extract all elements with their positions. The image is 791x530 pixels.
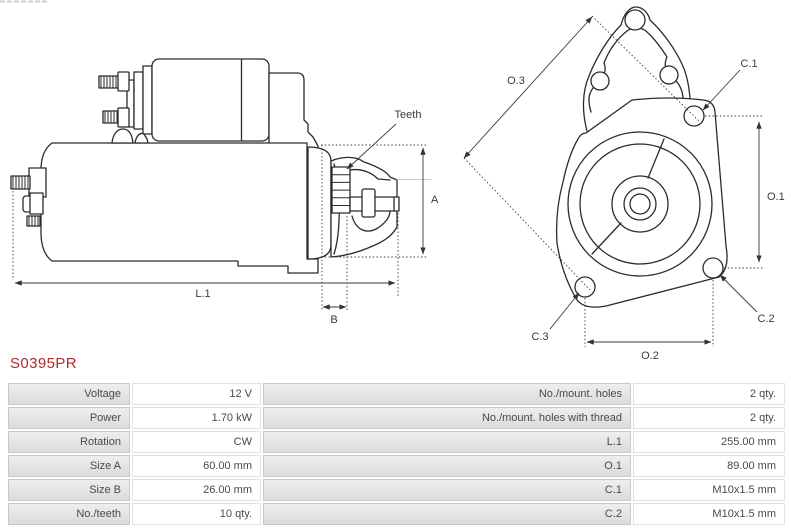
mount-hole-top-right [683,105,705,127]
spec-label: Size B [8,479,130,501]
shaft-collar [361,188,376,218]
spec-label: O.1 [263,455,631,477]
rear-stud [10,175,31,190]
spec-value: 89.00 mm [633,455,785,477]
c2-leader-line [719,274,758,313]
spec-value: 2 qty. [633,383,785,405]
lever-boot-2 [134,132,149,144]
c3-leader-line [549,292,580,330]
spec-label: Power [8,407,130,429]
solenoid-ring-1 [133,71,144,130]
face-spoke-1 [647,138,665,179]
spec-value: 255.00 mm [633,431,785,453]
solenoid-ring-2 [142,65,153,135]
lever-boot [111,128,134,144]
terminal-nut-lower [117,107,130,128]
spec-value: M10x1.5 mm [633,503,785,525]
solenoid-left-boss-hole [590,71,610,91]
spec-label: C.2 [263,503,631,525]
dim-label-o2: O.2 [641,350,659,362]
terminal-nut-upper [117,71,130,92]
spec-value: M10x1.5 mm [633,479,785,501]
solenoid-body [151,58,270,142]
spec-table: Voltage 12 V No./mount. holes 2 qty. Pow… [8,383,785,525]
solenoid-right-cap [268,72,319,155]
face-spoke-2 [591,222,622,255]
solenoid-right-boss-hole [659,65,679,85]
spec-value: 1.70 kW [132,407,261,429]
teeth-leader-line [346,123,397,170]
dim-label-a: A [431,194,439,206]
spec-value: 2 qty. [633,407,785,429]
teeth-label: Teeth [395,109,422,121]
side-view-dimensions [12,123,427,311]
rear-block-inner [29,192,44,215]
dim-label-c3: C.3 [531,331,548,343]
starter-side-view [10,58,432,274]
dim-label-b: B [330,314,337,326]
dim-label-o1: O.1 [767,191,785,203]
pinion-teeth-lines [331,174,351,206]
solenoid-top-boss-hole [624,9,646,31]
dim-label-o3: O.3 [507,75,525,87]
spec-value: 12 V [132,383,261,405]
spec-label: Size A [8,455,130,477]
part-number: S0395PR [10,355,78,372]
mount-hole-bottom-right [702,257,724,279]
spec-label: No./teeth [8,503,130,525]
spec-label: Rotation [8,431,130,453]
technical-drawing: Teeth A B L.1 [0,0,785,362]
spec-label: C.1 [263,479,631,501]
bell-scroll [351,210,391,232]
starter-front-view [555,6,728,308]
spec-value: 10 qty. [132,503,261,525]
mount-hole-bottom-left [574,276,596,298]
spec-value: 26.00 mm [132,479,261,501]
rear-stud-small [26,215,41,227]
spec-label: No./mount. holes with thread [263,407,631,429]
spec-label: No./mount. holes [263,383,631,405]
front-view-dimensions [463,15,764,347]
dim-label-c2: C.2 [757,313,774,325]
dim-label-c1: C.1 [740,58,757,70]
motor-body [40,142,319,274]
dim-label-l1: L.1 [195,288,210,300]
terminal-stud-lower-threads [104,110,118,124]
face-shaft-hole [629,193,651,215]
spec-label: L.1 [263,431,631,453]
terminal-stud-upper-threads [100,75,117,89]
bell-upper-line [349,168,391,181]
c1-leader-line [702,69,741,111]
rear-stud-small-threads [28,215,39,227]
spec-label: Voltage [8,383,130,405]
rear-stud-threads [12,175,29,190]
drive-flange [307,146,332,260]
spec-value: 60.00 mm [132,455,261,477]
dim-line-o3 [463,16,593,159]
spec-value: CW [132,431,261,453]
